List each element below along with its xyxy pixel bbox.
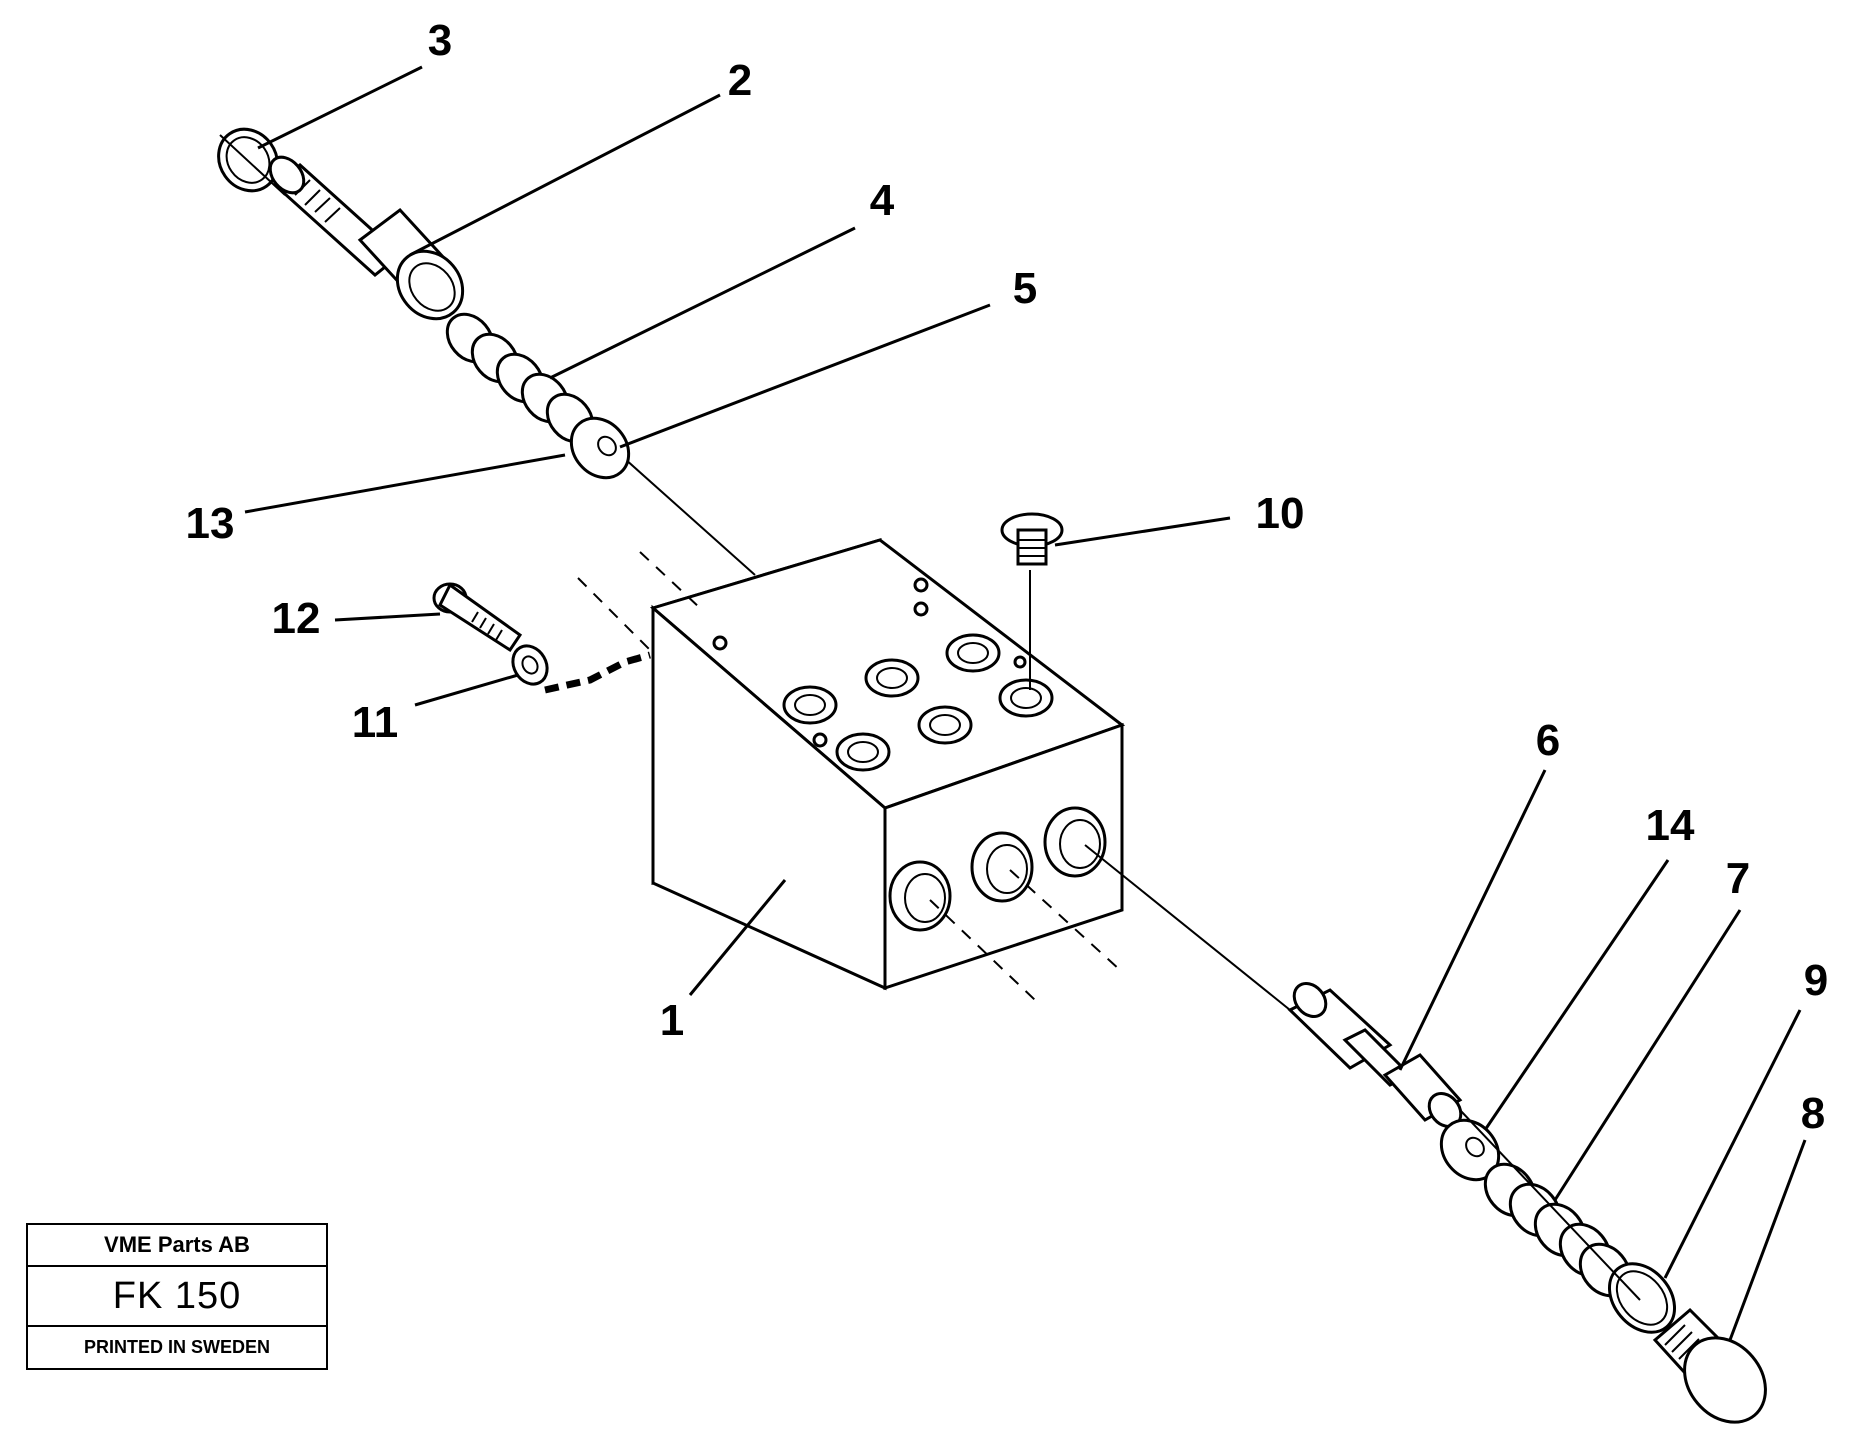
plug-10 bbox=[1000, 512, 1064, 566]
piston-6 bbox=[1287, 982, 1463, 1128]
leader-11 bbox=[414, 673, 519, 707]
centre-line bbox=[1084, 844, 1291, 1011]
callout-10: 10 bbox=[1256, 489, 1305, 538]
dashed-line bbox=[639, 551, 701, 609]
bolt-12 bbox=[432, 582, 523, 653]
valve-block bbox=[544, 449, 1291, 1011]
callout-12: 12 bbox=[272, 594, 321, 643]
leader-9 bbox=[1663, 1009, 1802, 1279]
leader-3 bbox=[257, 65, 423, 150]
leader-lines bbox=[244, 65, 1807, 1341]
leader-2 bbox=[409, 93, 721, 257]
washer-5 bbox=[569, 416, 631, 480]
right-face-ports bbox=[888, 806, 1107, 932]
callout-3: 3 bbox=[428, 16, 452, 65]
valve-housing-2 bbox=[268, 155, 465, 321]
callout-14: 14 bbox=[1646, 801, 1695, 850]
leader-4 bbox=[549, 226, 856, 380]
callout-4: 4 bbox=[870, 176, 895, 225]
spring-7 bbox=[1483, 1162, 1632, 1298]
dashed-line bbox=[577, 577, 651, 651]
callout-2: 2 bbox=[728, 56, 752, 105]
plug-8 bbox=[1652, 1307, 1767, 1424]
upper-valve-assembly bbox=[217, 127, 631, 480]
callout-5: 5 bbox=[1013, 264, 1037, 313]
centre-line bbox=[614, 449, 756, 576]
leader-13 bbox=[244, 453, 566, 514]
lower-valve-assembly bbox=[1287, 982, 1767, 1424]
dashed-line bbox=[1009, 869, 1121, 971]
leader-1 bbox=[688, 879, 787, 996]
dashed-line bbox=[544, 651, 651, 694]
leader-7 bbox=[1553, 909, 1742, 1201]
printed-notice: PRINTED IN SWEDEN bbox=[83, 1337, 270, 1357]
o-ring-9 bbox=[1607, 1262, 1677, 1334]
leader-8 bbox=[1728, 1139, 1807, 1341]
valve-block-left-face bbox=[651, 604, 887, 991]
leader-14 bbox=[1483, 859, 1670, 1131]
callout-labels: 3 2 4 5 13 10 12 11 1 6 14 7 9 8 bbox=[186, 16, 1829, 1138]
centre-line bbox=[1459, 1109, 1641, 1301]
callout-11: 11 bbox=[352, 698, 399, 747]
callout-9: 9 bbox=[1804, 956, 1828, 1005]
spool-4 bbox=[445, 312, 595, 444]
dashed-line bbox=[929, 899, 1036, 1001]
top-face-ports bbox=[712, 577, 1054, 772]
callout-6: 6 bbox=[1536, 716, 1560, 765]
callout-13: 13 bbox=[186, 499, 235, 548]
title-block: VME Parts AB FK 150 PRINTED IN SWEDEN bbox=[26, 1223, 328, 1370]
callout-7: 7 bbox=[1726, 854, 1750, 903]
callout-8: 8 bbox=[1801, 1089, 1825, 1138]
callout-1: 1 bbox=[660, 996, 684, 1045]
drawing-code: FK 150 bbox=[28, 1267, 326, 1327]
leader-12 bbox=[334, 612, 441, 622]
washer-11 bbox=[511, 644, 549, 686]
leader-5 bbox=[619, 303, 991, 449]
leader-10 bbox=[1054, 516, 1231, 547]
leader-6 bbox=[1398, 769, 1547, 1071]
company-name: VME Parts AB bbox=[28, 1225, 326, 1267]
